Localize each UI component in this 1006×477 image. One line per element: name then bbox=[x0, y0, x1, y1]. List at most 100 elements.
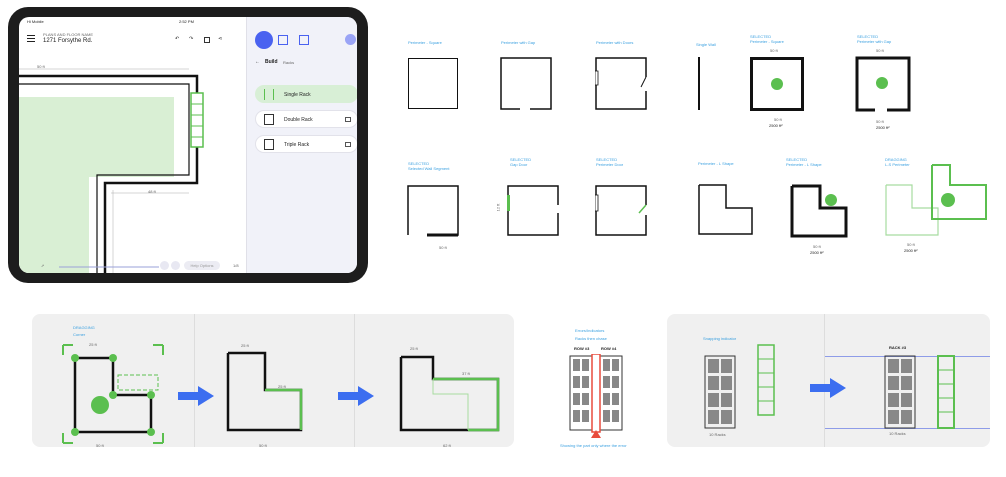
next-button[interactable] bbox=[345, 34, 356, 45]
area-label: 2500 ft² bbox=[769, 123, 783, 128]
state-label: SELECTED Perimeter with Gap bbox=[857, 34, 892, 44]
selected-gap[interactable] bbox=[855, 56, 911, 112]
row-a-label: ROW #3 bbox=[574, 346, 590, 351]
state-label: SELECTED Selected Wall Segment bbox=[408, 161, 450, 171]
double-rack-button[interactable]: Double Rack bbox=[255, 110, 357, 128]
canvas-middle-dim: 48 ft bbox=[148, 189, 156, 194]
undo-icon[interactable]: ↶ bbox=[175, 36, 180, 42]
scale-label: 1/8 bbox=[233, 263, 239, 268]
dim-label: 50 ft bbox=[439, 245, 447, 250]
breadcrumb-section[interactable]: Build bbox=[265, 59, 278, 65]
single-rack-icon bbox=[264, 89, 274, 100]
drag-sublabel: Corner bbox=[73, 332, 86, 337]
perimeter-l-shape bbox=[698, 184, 753, 235]
build-panel: ← Build Racks Single Rack Double Rack Tr… bbox=[246, 17, 357, 273]
errors-subtitle: Racks then chase bbox=[575, 336, 607, 341]
drag-step-1[interactable] bbox=[58, 340, 168, 448]
snapping-before bbox=[704, 344, 775, 429]
drag-label: DRAGGING bbox=[73, 325, 95, 330]
breadcrumb-sub: Racks bbox=[283, 60, 295, 65]
dim-label: 12 ft bbox=[495, 203, 501, 212]
dim-label: 25 ft bbox=[241, 343, 249, 348]
state-label: Perimeter - Square bbox=[408, 40, 442, 45]
dim-label: 25 ft bbox=[89, 342, 97, 347]
zoom-out-button[interactable] bbox=[160, 261, 169, 270]
header-subtitle: PLANS AND FLOOR NAME bbox=[43, 32, 94, 37]
state-label: Single Wall bbox=[696, 42, 716, 47]
dim-label: 50 ft bbox=[774, 117, 782, 122]
divider bbox=[824, 314, 825, 447]
state-label: Perimeter with Gap bbox=[501, 40, 536, 45]
move-handle-icon[interactable] bbox=[771, 78, 783, 90]
dim-label: 50 ft bbox=[259, 443, 267, 448]
count-label: 10 Racks bbox=[889, 431, 906, 436]
rack-label: RACK #3 bbox=[889, 345, 907, 350]
state-label: Perimeter - L Shape bbox=[698, 161, 734, 166]
rack-mode-tab[interactable] bbox=[255, 31, 273, 49]
single-rack-label: Single Rack bbox=[284, 92, 311, 98]
selected-gap-door[interactable] bbox=[506, 185, 559, 237]
state-label: Perimeter with Doors bbox=[596, 40, 634, 45]
address-title: 1271 Forsythe Rd. bbox=[43, 38, 93, 44]
error-racks-diagram bbox=[569, 354, 623, 438]
snapping-title: Snapping indicator bbox=[703, 336, 737, 341]
back-icon[interactable]: ← bbox=[255, 59, 260, 65]
move-handle-icon[interactable] bbox=[876, 77, 888, 89]
move-handle-icon[interactable] bbox=[825, 194, 837, 206]
snapping-panel bbox=[667, 314, 990, 447]
row-b-label: ROW #4 bbox=[601, 346, 617, 351]
divider bbox=[354, 314, 355, 447]
dim-label: 50 ft bbox=[813, 244, 821, 249]
state-label: DRAGGING L-S Perimeter bbox=[885, 157, 910, 167]
floorplan-drawing bbox=[19, 68, 204, 273]
selected-square[interactable] bbox=[750, 57, 804, 111]
zoom-in-button[interactable] bbox=[171, 261, 180, 270]
arrow-right-icon bbox=[178, 386, 214, 406]
triple-rack-label: Triple Rack bbox=[284, 142, 310, 148]
triple-rack-icon bbox=[264, 139, 274, 150]
canvas-top-dim: 50 ft bbox=[37, 64, 45, 69]
triple-rack-button[interactable]: Triple Rack bbox=[255, 135, 357, 153]
count-label: 10 Racks bbox=[709, 432, 726, 437]
external-icon bbox=[345, 117, 351, 122]
save-icon[interactable] bbox=[204, 37, 210, 43]
area-label: 2500 ft² bbox=[810, 250, 824, 255]
grid-mode-tab[interactable] bbox=[278, 35, 288, 45]
dim-label: 50 ft bbox=[770, 48, 778, 53]
carrier-label: Hi Mobile bbox=[27, 19, 44, 24]
arrow-right-icon bbox=[338, 386, 374, 406]
dim-label: 50 ft bbox=[876, 48, 884, 53]
cursor-icon: ➚ bbox=[41, 263, 45, 268]
selected-wall-segment[interactable] bbox=[407, 185, 459, 237]
single-wall bbox=[698, 57, 700, 110]
perimeter-doors bbox=[595, 57, 647, 110]
external-icon bbox=[345, 142, 351, 147]
help-options-button[interactable]: Help Options bbox=[184, 261, 220, 270]
errors-caption: Showing the part only where the error bbox=[560, 443, 627, 448]
share-icon[interactable]: ⋖ bbox=[218, 36, 223, 42]
perimeter-square bbox=[408, 58, 458, 109]
floorplan-canvas[interactable]: 50 ft 48 ft ➚ Help Options 1/8 bbox=[19, 62, 246, 273]
redo-icon[interactable]: ↷ bbox=[189, 36, 194, 42]
perimeter-gap bbox=[500, 57, 552, 110]
dim-label: 25 ft bbox=[410, 346, 418, 351]
single-rack-button[interactable]: Single Rack bbox=[255, 85, 357, 103]
area-label: 2500 ft² bbox=[876, 125, 890, 130]
dim-label: 62 ft bbox=[443, 443, 451, 448]
shelf-mode-tab[interactable] bbox=[299, 35, 309, 45]
selected-l-shape[interactable] bbox=[790, 184, 848, 238]
menu-icon[interactable] bbox=[27, 35, 35, 42]
dim-label: 37 ft bbox=[462, 371, 470, 376]
single-rack-placed[interactable] bbox=[190, 92, 204, 148]
double-rack-label: Double Rack bbox=[284, 117, 313, 123]
ipad-screen: Hi Mobile 2:52 PM 100% PLANS AND FLOOR N… bbox=[19, 17, 357, 273]
arrow-right-icon bbox=[810, 378, 846, 398]
snapping-after bbox=[884, 355, 955, 429]
dim-label: 50 ft bbox=[907, 242, 915, 247]
drag-step-2 bbox=[226, 351, 303, 432]
dragging-l-shape[interactable] bbox=[884, 163, 996, 237]
state-label: SELECTED Perimeter - L Shape bbox=[786, 157, 822, 167]
area-label: 2500 ft² bbox=[904, 248, 918, 253]
selected-perimeter-door[interactable] bbox=[595, 185, 647, 237]
double-rack-icon bbox=[264, 114, 274, 125]
